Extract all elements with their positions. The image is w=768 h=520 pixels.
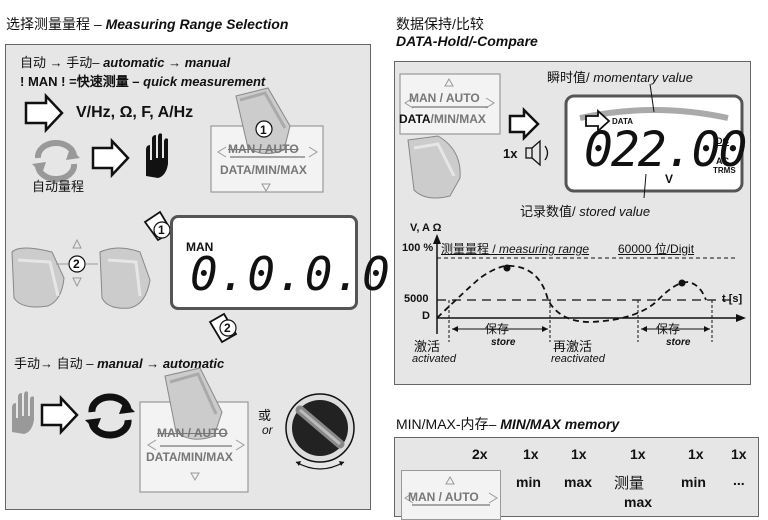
finger-press-icon-2: [164, 367, 223, 440]
graph-y-d: D: [422, 310, 430, 322]
stored-value-label: 记录数值/ stored value: [520, 204, 651, 219]
right-title-cn: 数据保持/比较: [396, 16, 484, 32]
minmax-col-count: 1x: [523, 446, 539, 462]
graph-range-digits: 60000 位/Digit: [618, 242, 695, 256]
select-arrow-icon: [24, 92, 64, 134]
minmax-col-label: min: [681, 474, 706, 490]
step-2-number-b: 2: [224, 321, 231, 335]
step-2-number-a: 2: [73, 257, 80, 271]
graph-y-5000: 5000: [404, 293, 429, 305]
graph-x-label: t [s]: [722, 293, 743, 305]
minmax-col-count: 1x: [630, 446, 646, 462]
minmax-col-count: 1x: [731, 446, 747, 462]
left-key-1-bottom-label: DATA/MIN/MAX: [220, 163, 307, 177]
minmax-col-label: max: [564, 474, 593, 490]
left-key-2-bottom-label: DATA/MIN/MAX: [146, 450, 233, 464]
minmax-col-count: 2x: [472, 446, 488, 462]
hold2-cn: 保存: [656, 322, 681, 336]
hold1-cn: 保存: [485, 322, 510, 336]
or-cn: 或: [258, 408, 272, 423]
graph-range-text: 测量量程 / measuring range: [441, 242, 590, 256]
momentary-value-label: 瞬时值/ momentary value: [547, 70, 693, 85]
select-arrow-icon-3: [40, 394, 79, 436]
quick-measurement-caption: ! MAN ! =快速测量 – quick measurement: [20, 74, 266, 89]
lcd-dc: DC: [716, 136, 729, 146]
step-1-number: 1: [260, 123, 267, 137]
minmax-col-label: 测量: [614, 475, 645, 492]
manual-to-auto-caption: 手动→ 自动 – manual → automatic: [14, 356, 225, 371]
reactivated-en: reactivated: [551, 353, 605, 365]
left-key-1-top-label: MAN / AUTO: [228, 142, 299, 156]
lcd-man-indicator: MAN: [186, 240, 214, 254]
activated-en: activated: [412, 353, 457, 365]
hold2-en: store: [666, 337, 691, 348]
hold1-en: store: [491, 337, 516, 348]
finger-press-icon: [235, 87, 291, 154]
activated-cn: 激活: [414, 339, 441, 354]
minmax-title: MIN/MAX-内存– MIN/MAX memory: [396, 416, 620, 432]
graph-y-100: 100 %: [402, 242, 434, 254]
hold-graph: [433, 234, 746, 342]
step-1-number-b: 1: [158, 223, 165, 237]
select-arrow-icon-2: [91, 137, 130, 179]
minmax-col-count: 1x: [688, 446, 704, 462]
autorange-label: 自动量程: [32, 179, 85, 194]
lcd-data-flag: DATA: [612, 117, 634, 126]
rotary-switch-icon: [285, 393, 355, 470]
auto-to-manual-caption: 自动 → 手动– automatic → manual: [20, 55, 231, 70]
minmax-key-label: MAN / AUTO: [408, 490, 479, 504]
beep-count: 1x: [503, 146, 518, 161]
graph-y-label: V, A Ω: [410, 222, 442, 234]
lcd-arrow-icon: [585, 108, 611, 134]
or-en: or: [262, 423, 273, 437]
right-key-top-label: MAN / AUTO: [409, 91, 480, 105]
minmax-sequence: 2x 1x min 1x max 1x 测量 max 1x min 1x ...: [472, 446, 762, 510]
manual-hand-icon: [12, 391, 34, 434]
left-title: 选择测量量程 – Measuring Range Selection: [6, 16, 289, 32]
minmax-col-count: 1x: [571, 446, 587, 462]
lcd-ac: AC: [716, 156, 729, 166]
minmax-col-label2: max: [624, 494, 653, 510]
finger-press-icon-3: [407, 135, 461, 199]
minmax-col-label: ...: [733, 472, 745, 488]
speaker-icon: [525, 139, 549, 167]
reactivated-cn: 再激活: [553, 339, 593, 354]
functions-label: V/Hz, Ω, F, A/Hz: [76, 104, 194, 121]
right-lcd-value: 022.00: [584, 122, 747, 178]
left-key-2-top-label: MAN / AUTO: [157, 426, 228, 440]
right-key: [399, 73, 501, 135]
minmax-col-label: min: [516, 474, 541, 490]
lcd-trms: TRMS: [713, 166, 736, 175]
left-lcd: [170, 215, 358, 310]
finger-left-icon: [11, 247, 65, 308]
step-2-marker-icon: [208, 312, 238, 344]
select-arrow-icon-4: [508, 106, 540, 142]
right-title-en: DATA-Hold/-Compare: [396, 33, 538, 49]
lcd-unit: V: [665, 172, 674, 186]
finger-right-icon: [99, 247, 151, 309]
right-key-bottom-label: DATA/MIN/MAX: [399, 112, 486, 126]
right-lcd: [564, 94, 744, 193]
hand-icon: [146, 133, 168, 178]
